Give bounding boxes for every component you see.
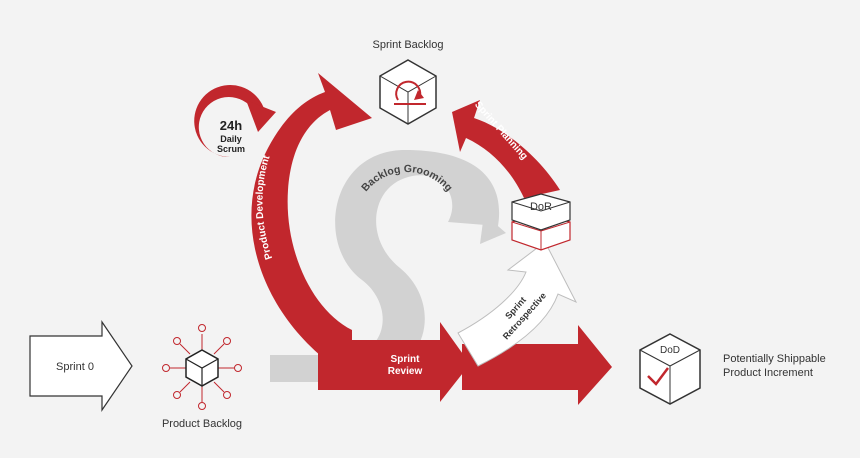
sprint-retrospective-arrow <box>457 241 578 367</box>
daily-scrum-label-line2: Scrum <box>217 144 245 154</box>
sprint-backlog-label: Sprint Backlog <box>373 39 444 51</box>
product-backlog-cube <box>162 324 242 410</box>
product-development-arc <box>251 73 372 378</box>
dod-label: DoD <box>660 345 680 356</box>
cube-network-icon <box>162 324 242 410</box>
sprint-planning-arrow <box>452 100 560 198</box>
increment-label-line2: Product Increment <box>723 367 813 379</box>
sprint-zero-arrow <box>29 320 133 412</box>
sprint-review-arrow <box>318 322 470 402</box>
sprint-backlog-cube <box>379 59 437 125</box>
sprint-review-label-line1: Sprint <box>391 354 421 365</box>
cycle-cube-icon <box>394 80 426 105</box>
dor-stack <box>511 193 571 251</box>
daily-scrum-loop <box>194 85 276 158</box>
daily-scrum-label-line1: Daily <box>220 134 242 144</box>
checkmark-cube-icon <box>647 367 669 386</box>
product-backlog-label: Product Backlog <box>162 418 242 430</box>
dod-cube <box>639 333 701 405</box>
sprint-zero-label: Sprint 0 <box>56 361 94 373</box>
dor-label: DoR <box>530 201 552 213</box>
increment-label-line1: Potentially Shippable <box>723 353 826 365</box>
backlog-grooming-swirl <box>270 150 506 382</box>
daily-scrum-hours: 24h <box>220 118 242 133</box>
sprint-review-label-line2: Review <box>388 366 423 377</box>
